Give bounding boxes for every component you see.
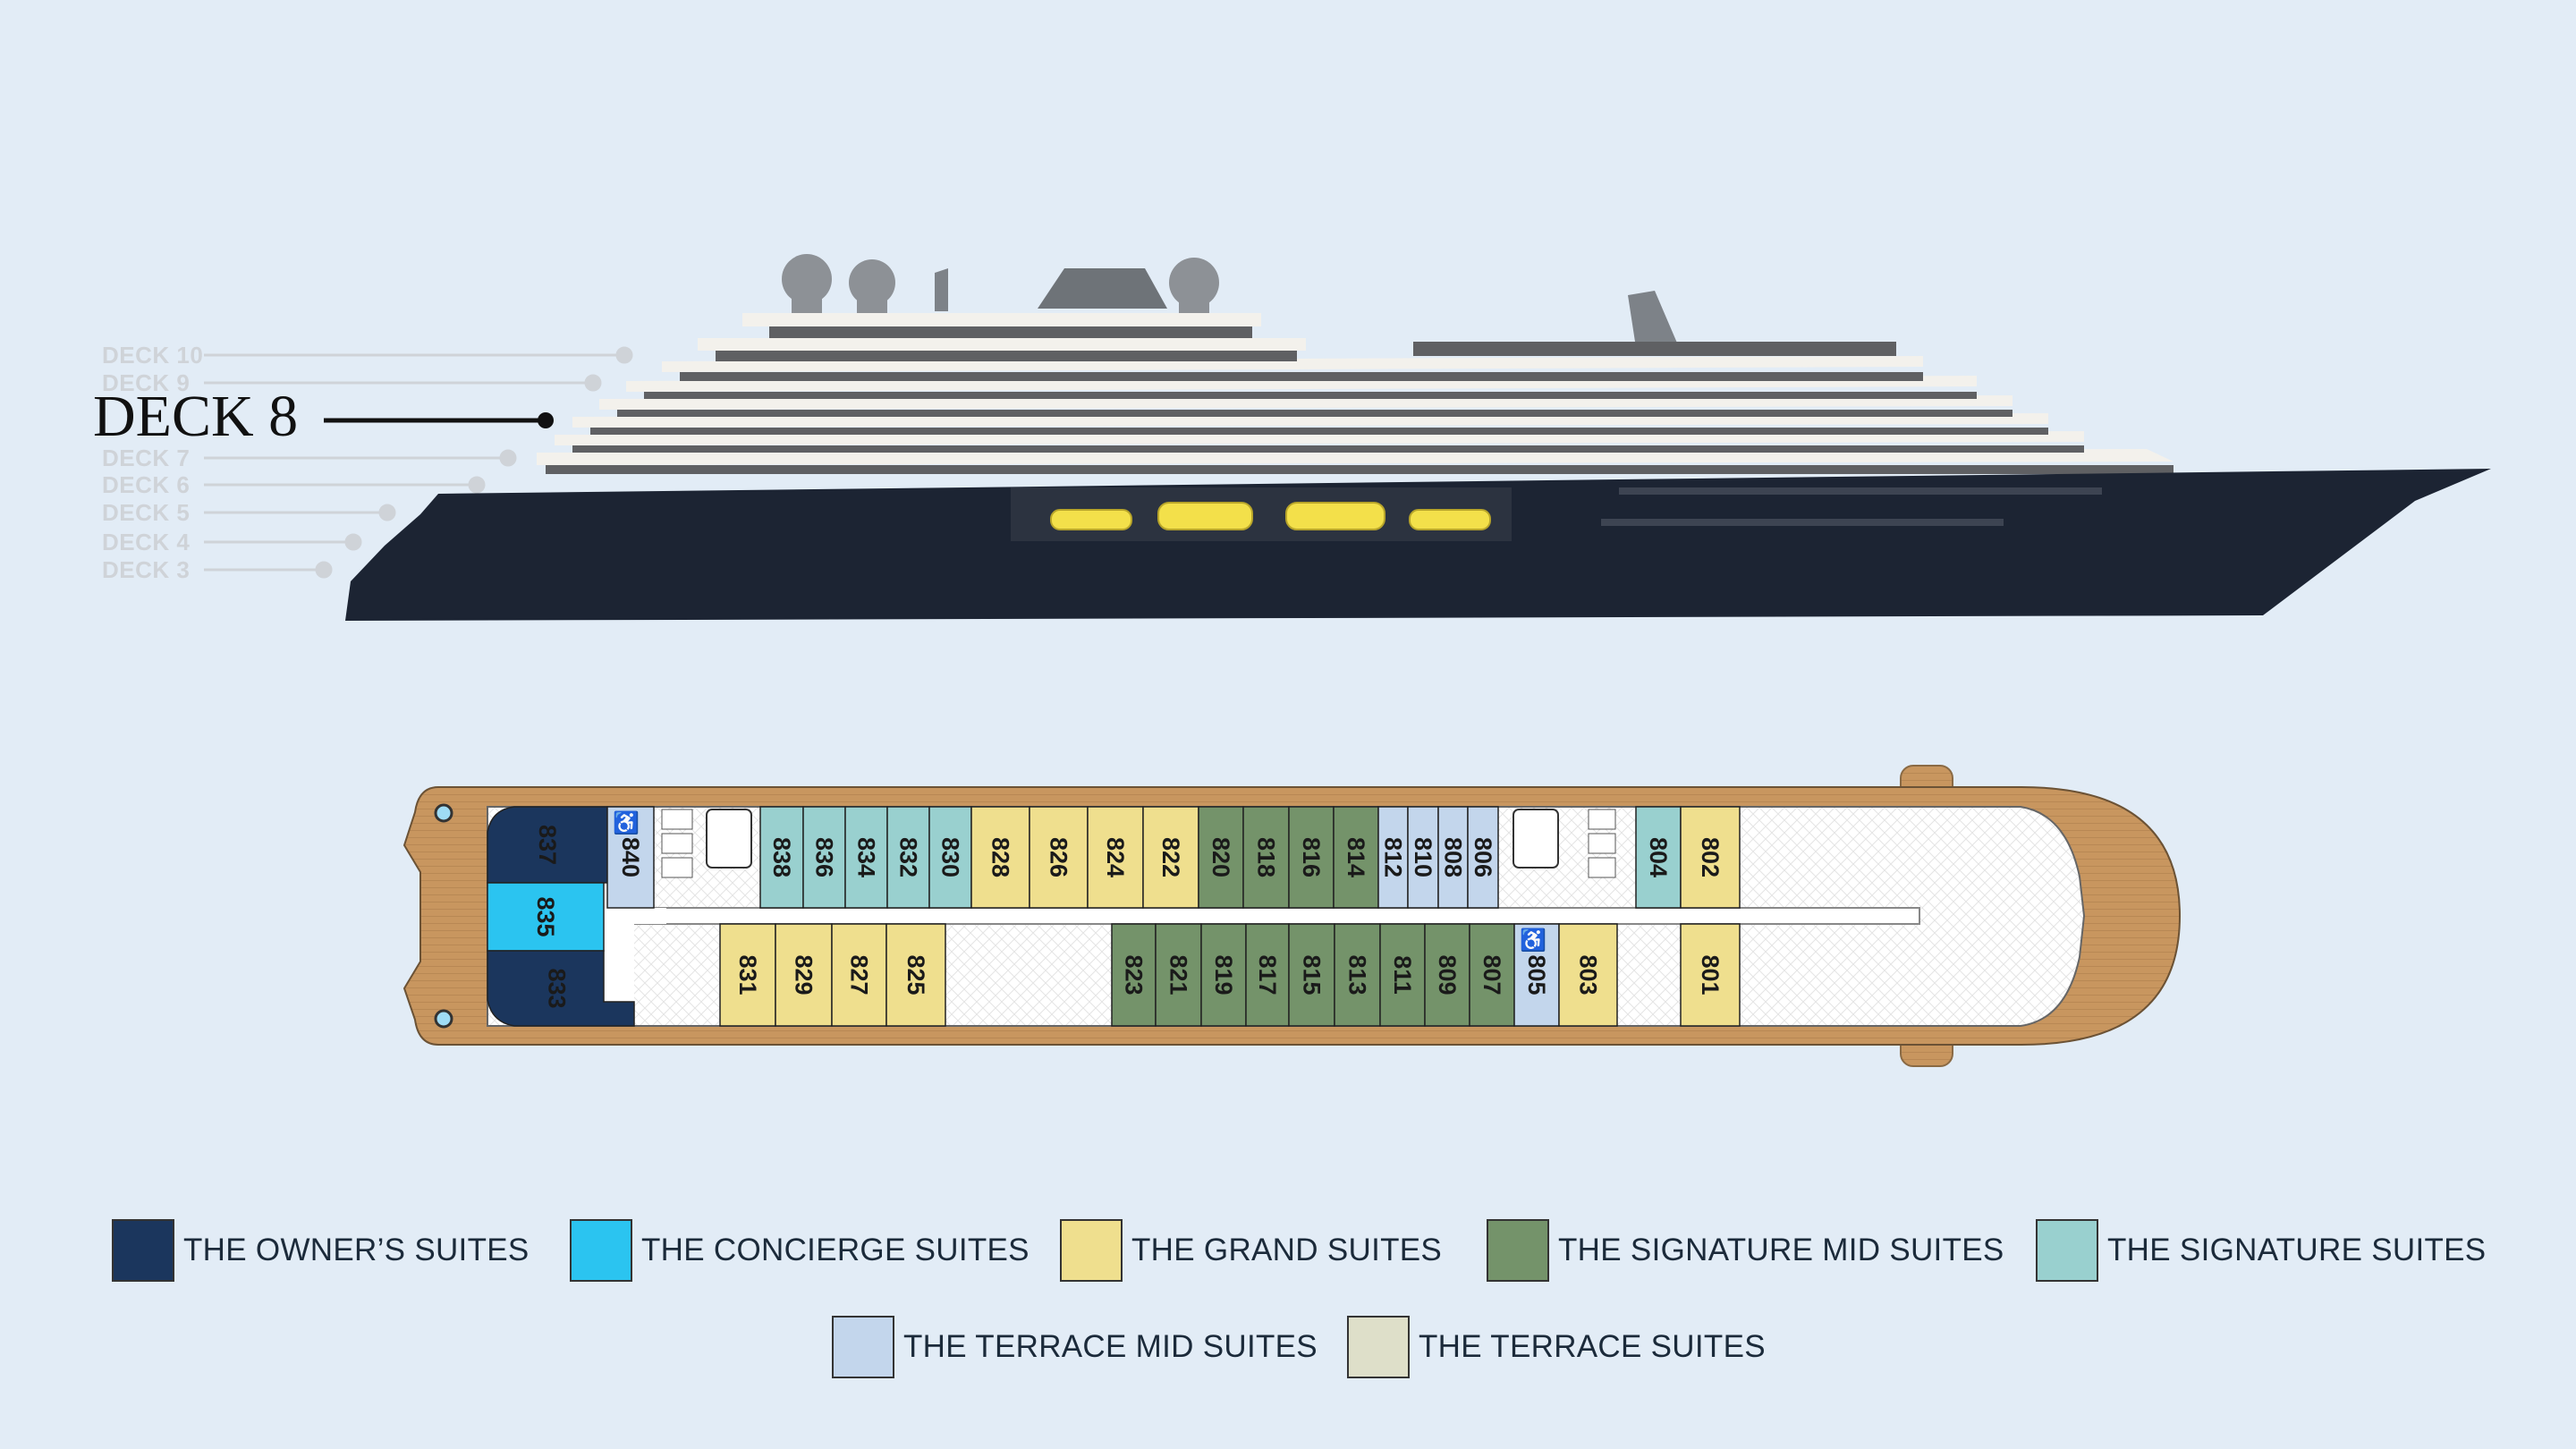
cabin-number: 801 [1697, 954, 1724, 995]
cabin-number: 805 [1523, 954, 1550, 995]
cabin-number: 820 [1208, 837, 1234, 877]
legend-item-terrace: THE TERRACE SUITES [1347, 1316, 1766, 1378]
wheelchair-accessible-icon: ♿ [1520, 928, 1546, 953]
cabin-801[interactable] [1680, 923, 1741, 1027]
legend-swatch [112, 1219, 174, 1282]
legend-swatch [1347, 1316, 1410, 1378]
cabin-number: 824 [1102, 837, 1129, 877]
porthole-icon [434, 803, 453, 1029]
cabin-number: 838 [768, 837, 795, 877]
legend-item-owner: THE OWNER’S SUITES [112, 1219, 530, 1282]
legend-item-termid: THE TERRACE MID SUITES [832, 1316, 1318, 1378]
cabin-number: 812 [1380, 837, 1407, 877]
legend-swatch [832, 1316, 894, 1378]
legend-label: THE TERRACE SUITES [1419, 1329, 1766, 1364]
stair-elevator-block-aft [661, 809, 752, 878]
cabin-number: 815 [1299, 954, 1326, 995]
deck-9-label[interactable]: DECK 9 [102, 369, 191, 396]
cabin-number: 833 [544, 968, 571, 1008]
deck-7-label[interactable]: DECK 7 [102, 445, 191, 471]
legend-label: THE TERRACE MID SUITES [903, 1329, 1318, 1364]
cabin-number: 827 [846, 954, 873, 995]
legend-label: THE CONCIERGE SUITES [641, 1233, 1030, 1267]
legend-item-sigmid: THE SIGNATURE MID SUITES [1487, 1219, 2004, 1282]
cabin-840[interactable] [606, 806, 655, 909]
legend-label: THE SIGNATURE SUITES [2107, 1233, 2487, 1267]
cabin-number: 816 [1298, 837, 1325, 877]
cabin-number: 823 [1121, 954, 1148, 995]
wheelchair-accessible-icon: ♿ [613, 810, 640, 835]
deck-3-label[interactable]: DECK 3 [102, 556, 191, 583]
cabin-number: 834 [853, 837, 880, 877]
cabin-number: 826 [1046, 837, 1072, 877]
cabin-number: 837 [534, 825, 561, 865]
cabin-number: 808 [1440, 837, 1467, 877]
cabin-number: 817 [1254, 954, 1281, 995]
cabin-number: 810 [1410, 837, 1436, 877]
ship-profile [345, 254, 2491, 621]
deck-indicator-lines [204, 346, 633, 579]
legend-label: THE GRAND SUITES [1131, 1233, 1443, 1267]
legend-item-concierge: THE CONCIERGE SUITES [570, 1219, 1030, 1282]
legend-item-grand: THE GRAND SUITES [1060, 1219, 1442, 1282]
cabin-number: 804 [1645, 837, 1672, 877]
cabin-number: 835 [532, 896, 559, 936]
legend-item-signature: THE SIGNATURE SUITES [2036, 1219, 2486, 1282]
cabin-number: 814 [1343, 837, 1369, 877]
cabin-number: 806 [1470, 837, 1496, 877]
cabin-833[interactable] [487, 950, 635, 1027]
cabin-number: 807 [1479, 954, 1505, 995]
cabin-number: 836 [811, 837, 838, 877]
cabin-825[interactable] [886, 923, 946, 1027]
cabin-number: 813 [1344, 954, 1371, 995]
radar-dome-icon [782, 254, 1219, 313]
cabin-number: 821 [1165, 954, 1192, 995]
cabin-803[interactable] [1558, 923, 1618, 1027]
deck-6-label[interactable]: DECK 6 [102, 471, 191, 498]
cabin-number: 830 [937, 837, 964, 877]
legend-swatch [1487, 1219, 1549, 1282]
active-deck-line [324, 412, 554, 428]
cabin-number: 828 [987, 837, 1014, 877]
corridor [603, 907, 1920, 925]
cabin-number: 818 [1253, 837, 1280, 877]
legend-label: THE OWNER’S SUITES [183, 1233, 530, 1267]
cabin-number: 832 [895, 837, 922, 877]
active-deck-label: DECK 8 [93, 384, 299, 449]
cabin-number: 825 [902, 954, 929, 995]
legend-swatch [2036, 1219, 2098, 1282]
cabin-number: 822 [1157, 837, 1184, 877]
cabin-number: 802 [1697, 837, 1724, 877]
cabin-number: 829 [791, 954, 818, 995]
deck-4-label[interactable]: DECK 4 [102, 529, 191, 555]
cabin-number: 811 [1389, 955, 1416, 995]
deck-5-label[interactable]: DECK 5 [102, 499, 191, 526]
cabin-802[interactable] [1680, 806, 1741, 909]
cabin-number: 831 [734, 954, 761, 995]
cabin-number: 803 [1575, 954, 1602, 995]
cabin-number: 819 [1210, 954, 1237, 995]
lifeboat-icon [1050, 502, 1491, 530]
stair-elevator-block-fwd [1513, 809, 1616, 878]
cabin-number: 840 [617, 837, 644, 877]
cabin-number: 809 [1434, 954, 1461, 995]
legend-swatch [1060, 1219, 1123, 1282]
cabin-806[interactable] [1467, 806, 1499, 909]
legend-label: THE SIGNATURE MID SUITES [1558, 1233, 2004, 1267]
deck-10-label[interactable]: DECK 10 [102, 342, 204, 369]
legend-swatch [570, 1219, 632, 1282]
